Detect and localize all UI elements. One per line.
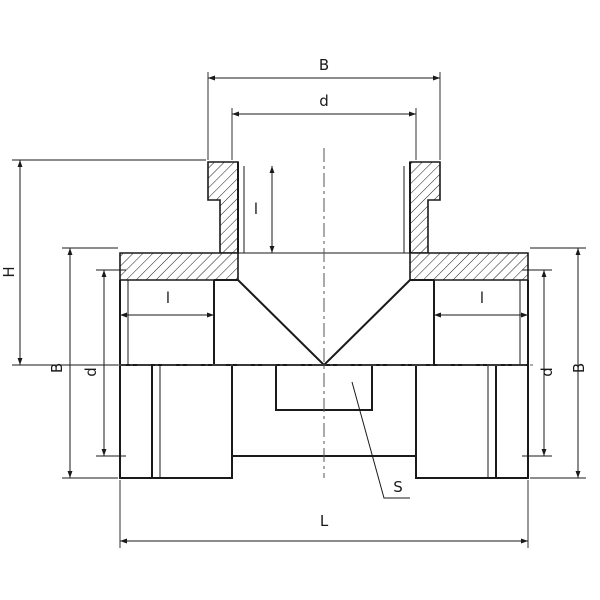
label-top-thread-length: l <box>254 200 258 218</box>
label-top-outer-width: B <box>319 56 329 74</box>
label-right-outer-width: B <box>570 363 588 373</box>
label-height: H <box>0 266 18 277</box>
top-branch-left-wall <box>207 161 239 254</box>
label-right-thread-length: l <box>480 289 484 307</box>
label-left-thread-diameter: d <box>82 367 100 377</box>
center-lines <box>112 148 536 478</box>
leader-wall-thickness <box>351 381 410 499</box>
label-left-outer-width: B <box>48 363 66 373</box>
top-branch-right-wall <box>409 161 441 254</box>
dimensions: B d H l l l B d d <box>0 56 588 548</box>
label-top-thread-diameter: d <box>319 92 329 110</box>
label-right-thread-diameter: d <box>538 367 556 377</box>
run-left-wall <box>119 252 239 281</box>
label-left-thread-length: l <box>166 289 170 307</box>
label-wall-thickness: S <box>393 478 403 496</box>
run-right-wall <box>409 252 529 281</box>
label-total-length: L <box>320 512 329 530</box>
